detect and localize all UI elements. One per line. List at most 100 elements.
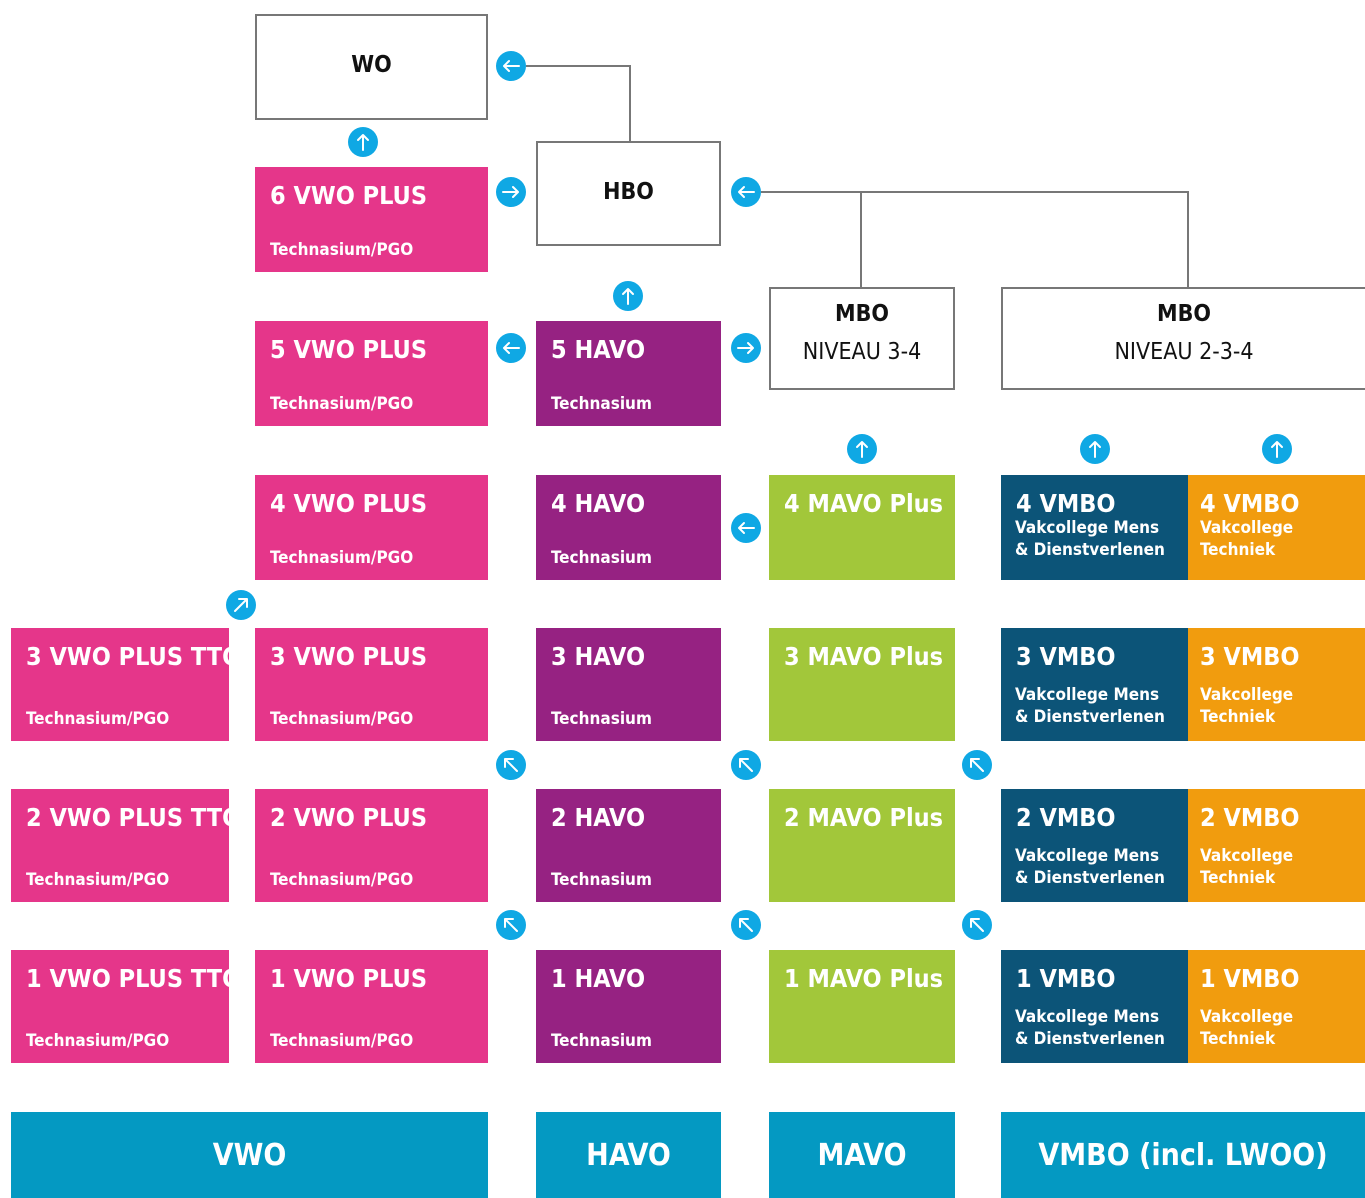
box-title: 4 MAVO Plus <box>784 489 944 518</box>
subtitle-line: Techniek <box>1200 1029 1276 1049</box>
vmbo-mens-3-box: 3 VMBO Vakcollege Mens& Dienstverlenen <box>1001 628 1188 741</box>
havo-5-box: 5 HAVO Technasium <box>536 321 721 426</box>
footer-label: HAVO <box>586 1137 671 1173</box>
box-title: 3 VWO PLUS TTO <box>26 642 242 671</box>
mbo-level: NIVEAU 2-3-4 <box>1114 339 1254 365</box>
subtitle-line: & Dienstverlenen <box>1015 868 1165 888</box>
havo-2-box: 2 HAVO Technasium <box>536 789 721 902</box>
box-title: 6 VWO PLUS <box>270 181 428 210</box>
arrow-left-icon <box>731 513 761 543</box>
arrow-up-left-icon <box>962 910 992 940</box>
footer-label: MAVO <box>817 1137 907 1173</box>
arrow-up-left-icon <box>496 910 526 940</box>
box-title: 3 HAVO <box>551 642 646 671</box>
arrow-up-icon <box>1080 434 1110 464</box>
mbo-level: NIVEAU 3-4 <box>802 339 922 365</box>
subtitle-line: & Dienstverlenen <box>1015 1029 1165 1049</box>
havo-footer-bar: HAVO <box>536 1112 721 1198</box>
subtitle-line: Techniek <box>1200 868 1276 888</box>
mavo-3-box: 3 MAVO Plus <box>769 628 955 741</box>
subtitle-line: Techniek <box>1200 540 1276 560</box>
box-title: 4 VMBO <box>1200 489 1300 518</box>
mbo-niveau-3-4-box: MBO NIVEAU 3-4 <box>769 287 955 390</box>
vmbo-mens-2-box: 2 VMBO Vakcollege Mens& Dienstverlenen <box>1001 789 1188 902</box>
mavo-1-box: 1 MAVO Plus <box>769 950 955 1063</box>
box-title: 5 HAVO <box>551 335 646 364</box>
vmbo-mens-1-box: 1 VMBO Vakcollege Mens& Dienstverlenen <box>1001 950 1188 1063</box>
subtitle-line: Vakcollege <box>1200 685 1294 705</box>
mavo-4-box: 4 MAVO Plus <box>769 475 955 580</box>
box-title: 1 VMBO <box>1200 964 1300 993</box>
mbo-title: MBO <box>835 301 889 327</box>
arrow-up-icon <box>847 434 877 464</box>
vwo-plus-2-box: 2 VWO PLUS Technasium/PGO <box>255 789 488 902</box>
arrow-up-left-icon <box>731 910 761 940</box>
box-title: 4 VMBO <box>1016 489 1116 518</box>
subtitle-line: & Dienstverlenen <box>1015 707 1165 727</box>
box-title: 1 HAVO <box>551 964 646 993</box>
vwo-plus-3-box: 3 VWO PLUS Technasium/PGO <box>255 628 488 741</box>
mavo-2-box: 2 MAVO Plus <box>769 789 955 902</box>
havo-1-box: 1 HAVO Technasium <box>536 950 721 1063</box>
mbo-title: MBO <box>1157 301 1211 327</box>
arrow-left-icon <box>731 177 761 207</box>
arrow-up-left-icon <box>731 750 761 780</box>
box-title: 3 VMBO <box>1200 642 1300 671</box>
box-subtitle: Vakcollege Mens& Dienstverlenen <box>1015 1006 1165 1050</box>
box-title: 2 HAVO <box>551 803 646 832</box>
box-subtitle: Technasium <box>551 1031 652 1051</box>
wo-box: WO <box>255 14 488 120</box>
mavo-footer-bar: MAVO <box>769 1112 955 1198</box>
box-subtitle: Technasium/PGO <box>270 394 414 414</box>
havo-3-box: 3 HAVO Technasium <box>536 628 721 741</box>
box-title: 1 VMBO <box>1016 964 1116 993</box>
box-subtitle: Technasium/PGO <box>270 1031 414 1051</box>
box-subtitle: Technasium/PGO <box>26 709 170 729</box>
box-subtitle: Technasium <box>551 394 652 414</box>
hbo-box: HBO <box>536 141 721 246</box>
subtitle-line: Vakcollege Mens <box>1015 685 1160 705</box>
box-subtitle: Vakcollege Mens& Dienstverlenen <box>1015 684 1165 728</box>
vmbo-footer-bar: VMBO (incl. LWOO) <box>1001 1112 1365 1198</box>
arrow-left-icon <box>496 333 526 363</box>
box-title: 5 VWO PLUS <box>270 335 428 364</box>
box-title: 4 HAVO <box>551 489 646 518</box>
box-title: 2 VMBO <box>1200 803 1300 832</box>
footer-label: VMBO (incl. LWOO) <box>1038 1137 1328 1173</box>
box-title: 1 VWO PLUS <box>270 964 428 993</box>
subtitle-line: Vakcollege Mens <box>1015 1007 1160 1027</box>
vwo-plus-1-box: 1 VWO PLUS Technasium/PGO <box>255 950 488 1063</box>
box-title: 2 VWO PLUS TTO <box>26 803 242 832</box>
box-subtitle: Technasium/PGO <box>26 1031 170 1051</box>
box-subtitle: Vakcollege Mens& Dienstverlenen <box>1015 845 1165 889</box>
box-subtitle: Technasium/PGO <box>26 870 170 890</box>
box-title: 2 VWO PLUS <box>270 803 428 832</box>
wo-title: WO <box>351 52 392 78</box>
box-subtitle: Technasium/PGO <box>270 548 414 568</box>
arrow-up-icon <box>613 281 643 311</box>
subtitle-line: Techniek <box>1200 707 1276 727</box>
box-subtitle: Technasium <box>551 548 652 568</box>
subtitle-line: Vakcollege Mens <box>1015 846 1160 866</box>
arrow-left-icon <box>496 51 526 81</box>
box-subtitle: Technasium/PGO <box>270 870 414 890</box>
vwo-plus-4-box: 4 VWO PLUS Technasium/PGO <box>255 475 488 580</box>
box-title: 3 VMBO <box>1016 642 1116 671</box>
havo-4-box: 4 HAVO Technasium <box>536 475 721 580</box>
box-title: 3 MAVO Plus <box>784 642 944 671</box>
vwo-plus-6-box: 6 VWO PLUS Technasium/PGO <box>255 167 488 272</box>
box-subtitle: Technasium/PGO <box>270 240 414 260</box>
subtitle-line: Vakcollege Mens <box>1015 518 1160 538</box>
hbo-title: HBO <box>603 179 654 205</box>
vwo-plus-5-box: 5 VWO PLUS Technasium/PGO <box>255 321 488 426</box>
arrow-up-icon <box>348 127 378 157</box>
box-subtitle: Technasium <box>551 870 652 890</box>
arrow-up-right-icon <box>226 590 256 620</box>
